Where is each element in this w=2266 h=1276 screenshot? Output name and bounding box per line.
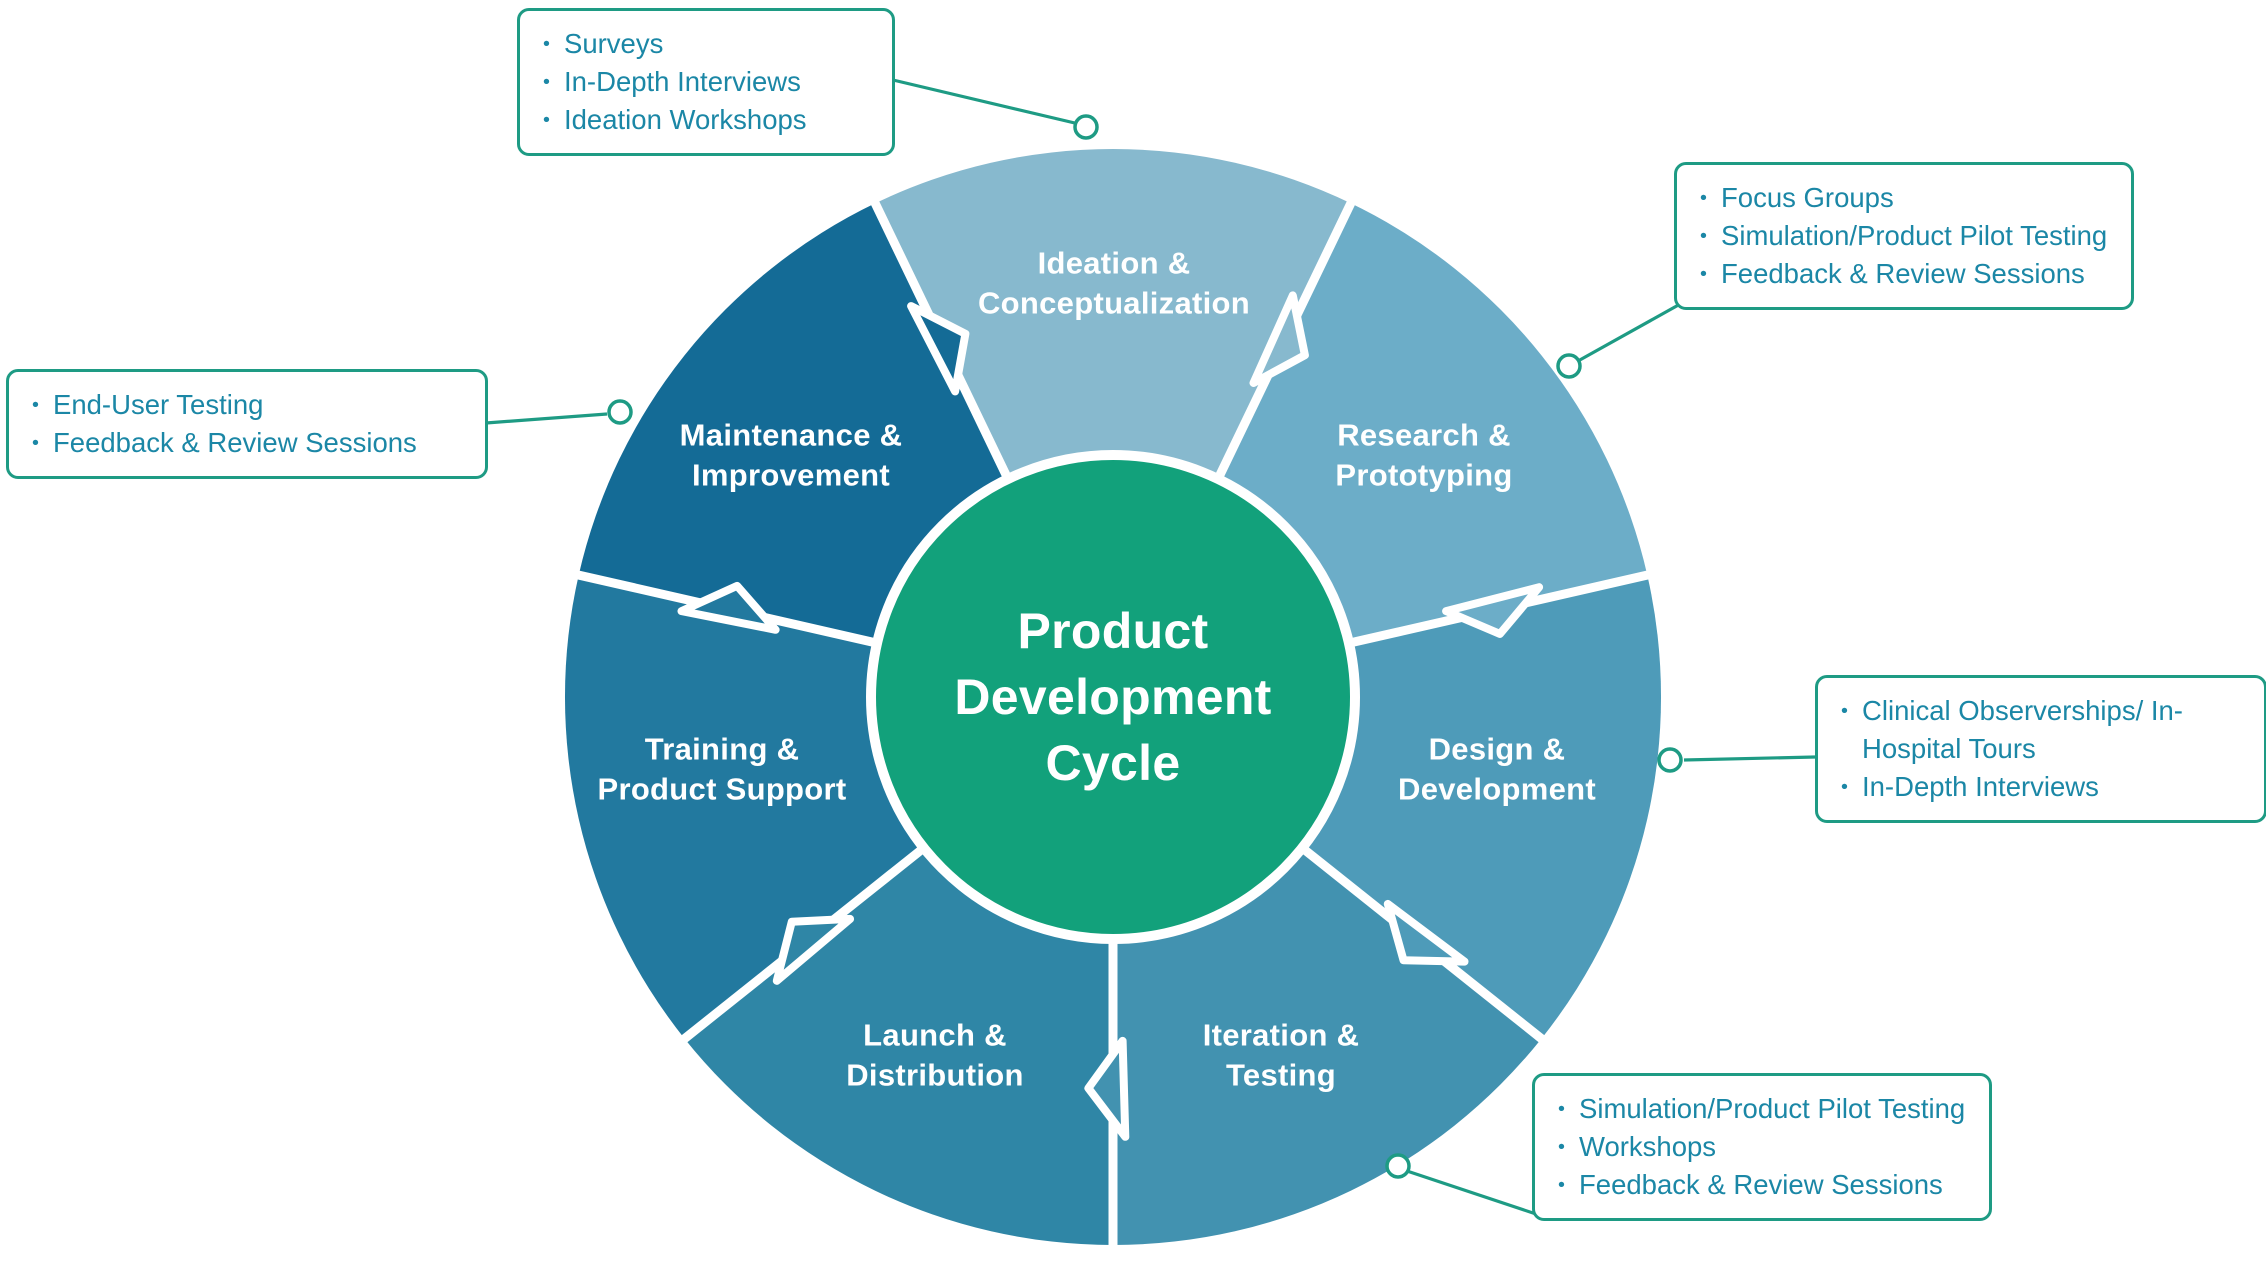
callout-iteration-methods: Simulation/Product Pilot Testing Worksho… [1532, 1073, 1993, 1221]
callout-item: Simulation/Product Pilot Testing [1553, 1090, 1965, 1129]
center-title: Product Development Cycle [954, 603, 1272, 791]
arrow-maintenance [907, 302, 970, 396]
connector-dot-research-methods [1556, 353, 1582, 379]
segment-label-research: Research & Prototyping [1335, 417, 1513, 492]
segment-label-iteration: Iteration & Testing [1202, 1017, 1360, 1092]
callout-item: In-Depth Interviews [1836, 768, 2240, 807]
callout-item: Focus Groups [1695, 179, 2107, 218]
arrow-research [1442, 583, 1544, 638]
callout-item: Feedback & Review Sessions [1553, 1166, 1965, 1205]
callout-ideation-methods: Surveys In-Depth Interviews Ideation Wor… [517, 8, 895, 156]
callout-item: Workshops [1553, 1128, 1965, 1167]
segment-label-ideation: Ideation & Conceptualization [977, 245, 1251, 320]
segment-label-launch: Launch & Distribution [846, 1017, 1024, 1092]
callout-item: Clinical Observerships/ In-Hospital Tour… [1836, 692, 2240, 768]
callout-research-list: Focus Groups Simulation/Product Pilot Te… [1695, 179, 2107, 293]
callout-ideation-list: Surveys In-Depth Interviews Ideation Wor… [538, 25, 868, 139]
callout-item: Ideation Workshops [538, 101, 868, 140]
connector-dot-ideation-methods [1073, 114, 1099, 140]
arrow-design [1383, 899, 1469, 966]
connector-dot-design-methods [1657, 747, 1683, 773]
callout-item: Simulation/Product Pilot Testing [1695, 217, 2107, 256]
connector-research-methods [1577, 301, 1683, 363]
arrow-launch [772, 914, 855, 985]
center-circle [866, 450, 1360, 944]
callout-item: End-User Testing [27, 386, 461, 425]
callout-item: Surveys [538, 25, 868, 64]
segment-label-design: Design & Development [1398, 731, 1596, 806]
segment-label-training: Training & Product Support [597, 731, 847, 806]
callout-maintenance-list: End-User Testing Feedback & Review Sessi… [27, 386, 461, 462]
connector-iteration-methods [1406, 1169, 1537, 1216]
connector-design-methods [1683, 755, 1816, 762]
callout-item: Feedback & Review Sessions [1695, 255, 2107, 294]
callout-research-methods: Focus Groups Simulation/Product Pilot Te… [1674, 162, 2135, 310]
arrow-iteration [1084, 1036, 1130, 1141]
connector-dot-maintenance-methods [607, 399, 633, 425]
callout-maintenance-methods: End-User Testing Feedback & Review Sessi… [6, 369, 488, 479]
callout-item: Feedback & Review Sessions [27, 424, 461, 463]
arrow-ideation [1249, 291, 1309, 387]
callout-design-methods: Clinical Observerships/ In-Hospital Tour… [1815, 675, 2266, 823]
segment-label-maintenance: Maintenance & Improvement [679, 417, 903, 492]
callout-design-list: Clinical Observerships/ In-Hospital Tour… [1836, 692, 2240, 806]
callout-item: In-Depth Interviews [538, 63, 868, 102]
arrow-training [677, 581, 780, 634]
callout-iteration-list: Simulation/Product Pilot Testing Worksho… [1553, 1090, 1965, 1204]
connector-maintenance-methods [485, 412, 608, 425]
connector-ideation-methods [892, 78, 1080, 126]
connector-dot-iteration-methods [1385, 1153, 1411, 1179]
wedge-ideation [875, 149, 1351, 697]
